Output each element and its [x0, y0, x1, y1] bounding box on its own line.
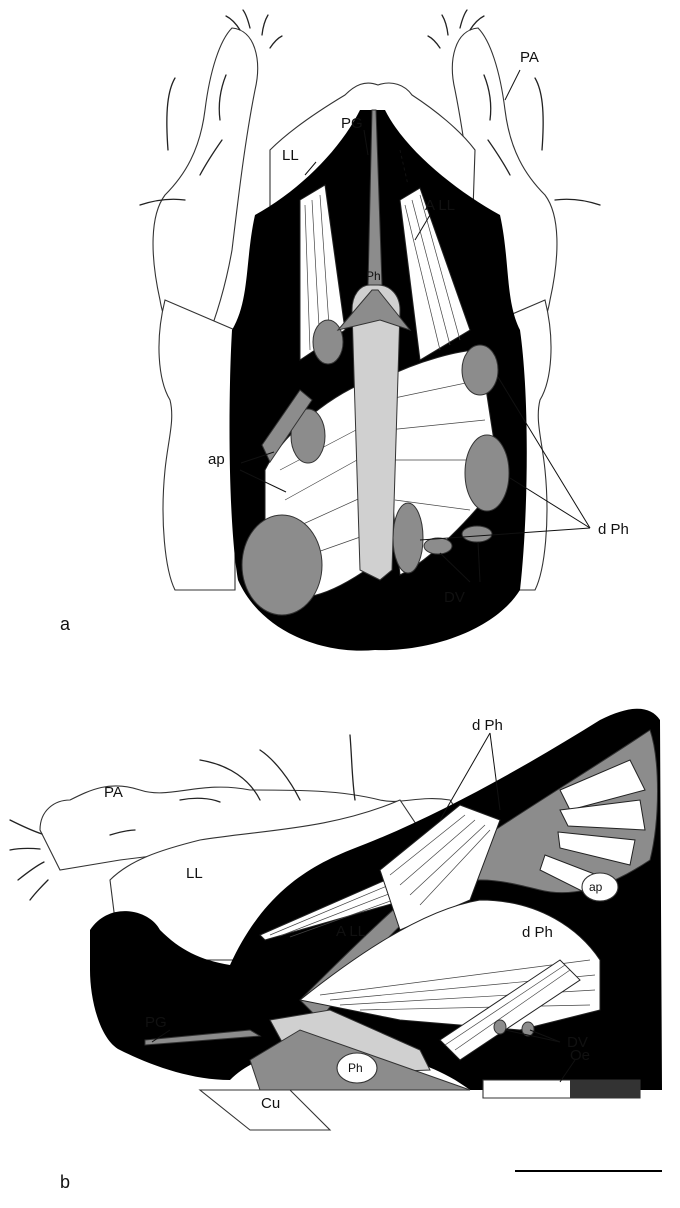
label-ap-b: ap	[589, 880, 603, 894]
label-dPh-b2: d Ph	[522, 924, 553, 941]
label-dPh-b1: d Ph	[472, 717, 503, 734]
label-PG-b: PG	[145, 1014, 167, 1031]
label-ap-a: ap	[208, 451, 225, 468]
label-PG-a: PG	[341, 115, 363, 132]
label-ALL-b: A LL	[336, 923, 366, 940]
label-ALL-a: A LL	[425, 197, 455, 214]
label-LL-a: LL	[282, 147, 299, 164]
pharynx-a	[352, 285, 400, 580]
label-Oe-b: Oe	[570, 1047, 590, 1064]
panel-label-a: a	[60, 614, 71, 634]
label-PA-b: PA	[104, 784, 123, 801]
panel-b: d Ph PA LL A LL ap d Ph PG DV Ph Cu Oe b	[10, 709, 662, 1192]
panel-a: LL PG PA A LL Ph ap d Ph DV a	[60, 10, 629, 651]
label-PA-a: PA	[520, 49, 539, 66]
label-Cu-b: Cu	[261, 1095, 280, 1112]
panel-label-b: b	[60, 1172, 70, 1192]
label-Ph-b: Ph	[348, 1061, 363, 1075]
label-dPh-a: d Ph	[598, 521, 629, 538]
label-LL-b: LL	[186, 865, 203, 882]
label-Ph-a: Ph	[366, 269, 381, 283]
label-DV-a: DV	[444, 589, 465, 606]
